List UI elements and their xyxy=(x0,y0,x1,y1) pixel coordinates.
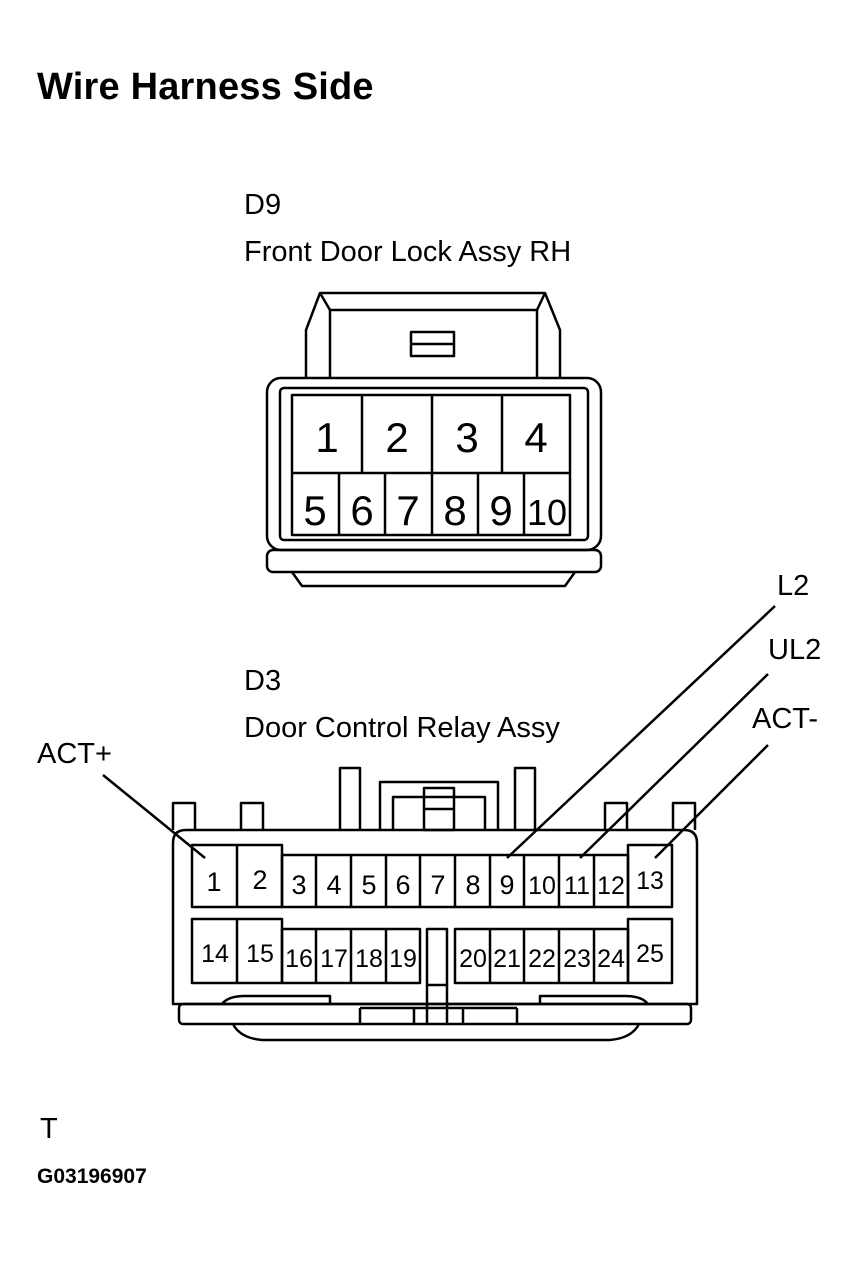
d3-pin-12: 12 xyxy=(597,872,625,900)
d3-pin-6: 6 xyxy=(395,870,410,900)
d9-pin-9: 9 xyxy=(489,487,512,534)
ul2-leader xyxy=(579,673,769,859)
d3-pin-20: 20 xyxy=(459,945,487,973)
d3-pin-25: 25 xyxy=(636,940,664,968)
act-minus-label: ACT- xyxy=(752,703,819,735)
d3-pin-22: 22 xyxy=(528,945,556,973)
footer-marker: T xyxy=(40,1113,58,1145)
d3-pin-24: 24 xyxy=(597,945,625,973)
d3-pin-13: 13 xyxy=(636,867,664,895)
d9-connector-housing xyxy=(265,291,603,588)
act-minus-leader xyxy=(654,744,769,859)
d3-pin-9: 9 xyxy=(499,870,514,900)
d9-pin-4: 4 xyxy=(524,414,547,461)
d9-pin-10: 10 xyxy=(527,492,567,533)
d9-pin-2: 2 xyxy=(385,414,408,461)
d9-pin-3: 3 xyxy=(455,414,478,461)
d3-pin-15: 15 xyxy=(246,940,274,968)
d3-pin-10: 10 xyxy=(528,872,556,900)
page-title: Wire Harness Side xyxy=(37,66,374,108)
d3-connector-housing xyxy=(171,766,699,1042)
d3-pin-7: 7 xyxy=(430,870,445,900)
d3-pin-2: 2 xyxy=(252,865,267,895)
d3-pin-17: 17 xyxy=(320,945,348,973)
d3-connector-name: Door Control Relay Assy xyxy=(244,712,560,744)
d3-pin-5: 5 xyxy=(361,870,376,900)
d3-pin-16: 16 xyxy=(285,945,313,973)
d3-pin-1: 1 xyxy=(206,867,221,897)
d9-pin-8: 8 xyxy=(443,487,466,534)
d9-connector-name: Front Door Lock Assy RH xyxy=(244,236,572,268)
d3-pin-8: 8 xyxy=(465,870,480,900)
d3-pin-21: 21 xyxy=(493,945,521,973)
d9-pin-6: 6 xyxy=(350,487,373,534)
d3-pin-14: 14 xyxy=(201,940,229,968)
d9-pin-5: 5 xyxy=(303,487,326,534)
d3-pin-18: 18 xyxy=(355,945,383,973)
l2-leader xyxy=(506,605,776,859)
d3-pin-11: 11 xyxy=(564,872,590,900)
ul2-label: UL2 xyxy=(768,634,822,666)
act-plus-label: ACT+ xyxy=(37,738,112,770)
d9-connector-code: D9 xyxy=(244,189,282,221)
l2-label: L2 xyxy=(777,570,810,602)
d3-pin-23: 23 xyxy=(563,945,591,973)
d3-pin-4: 4 xyxy=(326,870,341,900)
d9-pin-1: 1 xyxy=(315,414,338,461)
figure-id: G03196907 xyxy=(37,1165,147,1188)
act-plus-leader xyxy=(102,774,206,859)
d9-pin-7: 7 xyxy=(396,487,419,534)
d3-connector-code: D3 xyxy=(244,665,282,697)
d3-pin-3: 3 xyxy=(291,870,306,900)
d3-pin-19: 19 xyxy=(389,945,417,973)
